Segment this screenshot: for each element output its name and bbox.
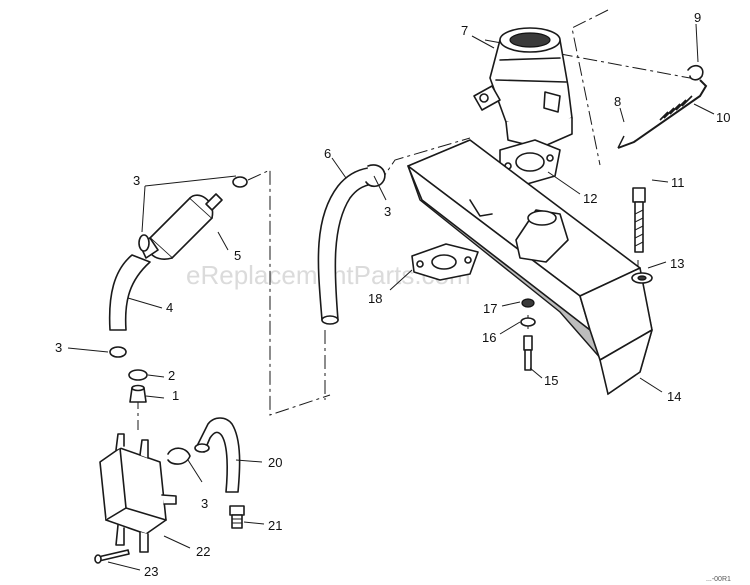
fitting-21	[229, 505, 245, 529]
callout-5: 5	[234, 248, 241, 263]
washer-16	[520, 317, 536, 327]
bolt-15	[523, 335, 533, 371]
callout-15: 15	[544, 373, 558, 388]
hose-clamp-filter	[138, 234, 150, 252]
spring	[659, 95, 693, 121]
callout-9: 9	[694, 10, 701, 25]
washer-13	[631, 272, 653, 284]
callout-1: 1	[172, 388, 179, 403]
fuel-hose-6	[317, 167, 373, 325]
clip	[687, 64, 704, 81]
callout-6: 6	[324, 146, 331, 161]
fitting-1	[129, 384, 147, 403]
callout-2: 2	[168, 368, 175, 383]
callout-20: 20	[268, 455, 282, 470]
callout-3-pump: 3	[201, 496, 208, 511]
callout-16: 16	[482, 330, 496, 345]
callout-13: 13	[670, 256, 684, 271]
callout-11: 11	[671, 175, 685, 190]
intake-manifold	[407, 139, 653, 396]
callout-23: 23	[144, 564, 158, 579]
stud-11	[632, 187, 646, 253]
hose-clamp-2	[128, 369, 148, 381]
callout-labels: 1 2 3 3 3 3 4 5 6 7 8 9 10 11 12 13 14 1…	[55, 10, 730, 579]
callout-7: 7	[461, 23, 468, 38]
fuel-hose-4	[108, 254, 151, 331]
hose-clamp-top	[232, 176, 248, 188]
callout-3-left: 3	[55, 340, 62, 355]
hose-clamp-pump	[167, 447, 191, 465]
callout-14: 14	[667, 389, 681, 404]
fuel-pump	[99, 433, 177, 553]
screw-23	[94, 549, 130, 564]
callout-21: 21	[268, 518, 282, 533]
carburetor	[473, 27, 573, 149]
callout-3-hose6: 3	[384, 204, 391, 219]
callout-4: 4	[166, 300, 173, 315]
callout-18: 18	[368, 291, 382, 306]
callout-17: 17	[483, 301, 497, 316]
choke-rod	[617, 79, 708, 149]
fuel-hose-20	[194, 417, 241, 493]
callout-10: 10	[716, 110, 730, 125]
callout-3-filter: 3	[133, 173, 140, 188]
callout-22: 22	[196, 544, 210, 559]
callout-12: 12	[583, 191, 597, 206]
corner-code: ...-00R1	[706, 576, 731, 583]
hose-clamp-6	[365, 164, 386, 188]
nut-17	[521, 298, 535, 308]
fuel-filter	[139, 193, 223, 260]
callout-8: 8	[614, 94, 621, 109]
manifold-gasket	[411, 243, 479, 281]
leader-lines	[67, 23, 715, 571]
hose-clamp-left	[109, 346, 127, 358]
